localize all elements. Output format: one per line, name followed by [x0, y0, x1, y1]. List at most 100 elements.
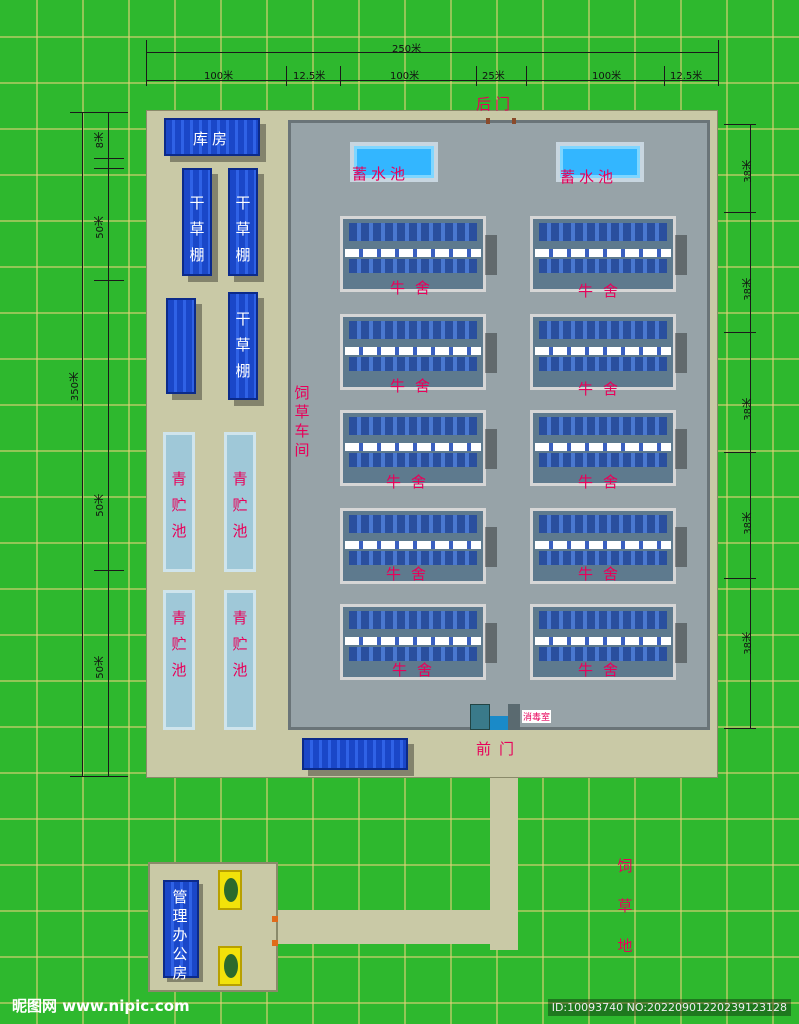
- silage-pit-label: 青贮池: [232, 470, 248, 540]
- top-seg-6: 12.5米: [670, 71, 703, 82]
- dim-tick: [724, 212, 756, 213]
- left-seg-2: 50米: [95, 216, 106, 239]
- left-seg-dim-line: [108, 112, 109, 776]
- lower-building: [302, 738, 408, 770]
- dim-tick: [94, 280, 124, 281]
- top-seg-5: 100米: [592, 71, 622, 82]
- right-seg-3: 38米: [743, 398, 754, 421]
- cattle-barn: [530, 410, 687, 486]
- cattle-barn-label: 牛舍: [386, 565, 437, 583]
- dim-tick: [146, 40, 147, 86]
- back-gate-marker: [512, 118, 516, 124]
- gate-marker: [272, 940, 278, 946]
- cattle-barn-label: 牛舍: [578, 661, 629, 679]
- silage-pit-label: 青贮池: [232, 609, 248, 679]
- cattle-barn-label: 牛舍: [578, 380, 629, 398]
- dim-tick: [664, 66, 665, 86]
- office-label: 管理办公房: [172, 888, 188, 982]
- left-seg-3: 50米: [95, 494, 106, 517]
- cattle-barn: [340, 410, 497, 486]
- cattle-barn: [340, 508, 497, 584]
- storage-shed: [166, 298, 196, 394]
- gate-house: [470, 704, 490, 730]
- cattle-barn: [530, 216, 687, 292]
- left-seg-1: 8米: [95, 132, 106, 149]
- hay-shed-label: 干草棚: [235, 310, 251, 380]
- access-road: [276, 910, 518, 944]
- dim-tick: [718, 40, 719, 86]
- office-building: [163, 880, 199, 978]
- gate-house: [508, 704, 520, 730]
- cattle-barn: [530, 604, 687, 680]
- cattle-barn: [340, 314, 497, 390]
- right-seg-2: 38米: [743, 278, 754, 301]
- back-gate-label: 后门: [476, 95, 515, 113]
- dim-tick: [526, 66, 527, 86]
- warehouse: [164, 118, 260, 156]
- plant-icon: [218, 870, 242, 910]
- feed-workshop-label: 饲草车间: [294, 384, 310, 459]
- cattle-barn: [340, 604, 497, 680]
- cattle-barn: [530, 508, 687, 584]
- top-seg-dim-line: [146, 80, 718, 81]
- dim-tick: [724, 452, 756, 453]
- cattle-barn-label: 牛舍: [578, 282, 629, 300]
- top-seg-2: 12.5米: [293, 71, 326, 82]
- dim-tick: [340, 66, 341, 86]
- silage-pit: [224, 590, 256, 730]
- hay-shed: [228, 292, 258, 400]
- hay-shed-label: 干草棚: [189, 194, 205, 264]
- cattle-barn: [530, 314, 687, 390]
- dim-tick: [94, 570, 124, 571]
- right-dim-line: [750, 124, 751, 728]
- cattle-barn-label: 牛舍: [578, 473, 629, 491]
- water-pool: [350, 142, 438, 182]
- left-total-dim-text: 350米: [70, 372, 81, 402]
- silage-pit: [224, 432, 256, 572]
- top-total-dim-text: 250米: [392, 44, 422, 55]
- cattle-barn-label: 牛舍: [578, 565, 629, 583]
- water-pool-label: 蓄水池: [560, 168, 618, 186]
- right-seg-4: 38米: [743, 512, 754, 535]
- warehouse-label: 库房: [192, 130, 231, 148]
- front-gate-label: 前门: [476, 740, 523, 758]
- top-seg-4: 25米: [482, 71, 505, 82]
- left-total-dim-line: [82, 112, 83, 776]
- back-gate-marker: [486, 118, 490, 124]
- hay-shed-label: 干草棚: [235, 194, 251, 264]
- dim-tick: [724, 578, 756, 579]
- water-pool: [556, 142, 644, 182]
- image-id: ID:10093740 NO:20220901220239123128: [547, 999, 791, 1016]
- dim-tick: [286, 66, 287, 86]
- dim-tick: [724, 332, 756, 333]
- gate-house: [490, 716, 508, 730]
- top-seg-1: 100米: [204, 71, 234, 82]
- gate-marker: [272, 916, 278, 922]
- dim-tick: [94, 158, 124, 159]
- cattle-barn-label: 牛舍: [386, 473, 437, 491]
- dim-tick: [724, 124, 756, 125]
- site-watermark: 昵图网 www.nipic.com: [12, 997, 190, 1015]
- top-seg-3: 100米: [390, 71, 420, 82]
- hay-shed: [182, 168, 212, 276]
- silage-pit: [163, 432, 195, 572]
- forage-field-label: 饲草地: [617, 857, 633, 955]
- dim-tick: [724, 728, 756, 729]
- cattle-barn-label: 牛舍: [392, 661, 443, 679]
- dim-tick: [70, 112, 128, 113]
- cattle-barn-label: 牛舍: [390, 279, 441, 297]
- top-total-dim-line: [146, 52, 718, 53]
- left-seg-4: 50米: [95, 656, 106, 679]
- dim-tick: [70, 776, 128, 777]
- plant-icon: [218, 946, 242, 986]
- right-seg-1: 38米: [743, 160, 754, 183]
- cattle-barn-label: 牛舍: [390, 377, 441, 395]
- cattle-barn: [340, 216, 497, 292]
- disinfection-room-label: 消毒室: [522, 710, 552, 723]
- hay-shed: [228, 168, 258, 276]
- right-seg-5: 38米: [743, 632, 754, 655]
- dim-tick: [94, 168, 124, 169]
- dim-tick: [476, 66, 477, 86]
- silage-pit-label: 青贮池: [171, 609, 187, 679]
- silage-pit-label: 青贮池: [171, 470, 187, 540]
